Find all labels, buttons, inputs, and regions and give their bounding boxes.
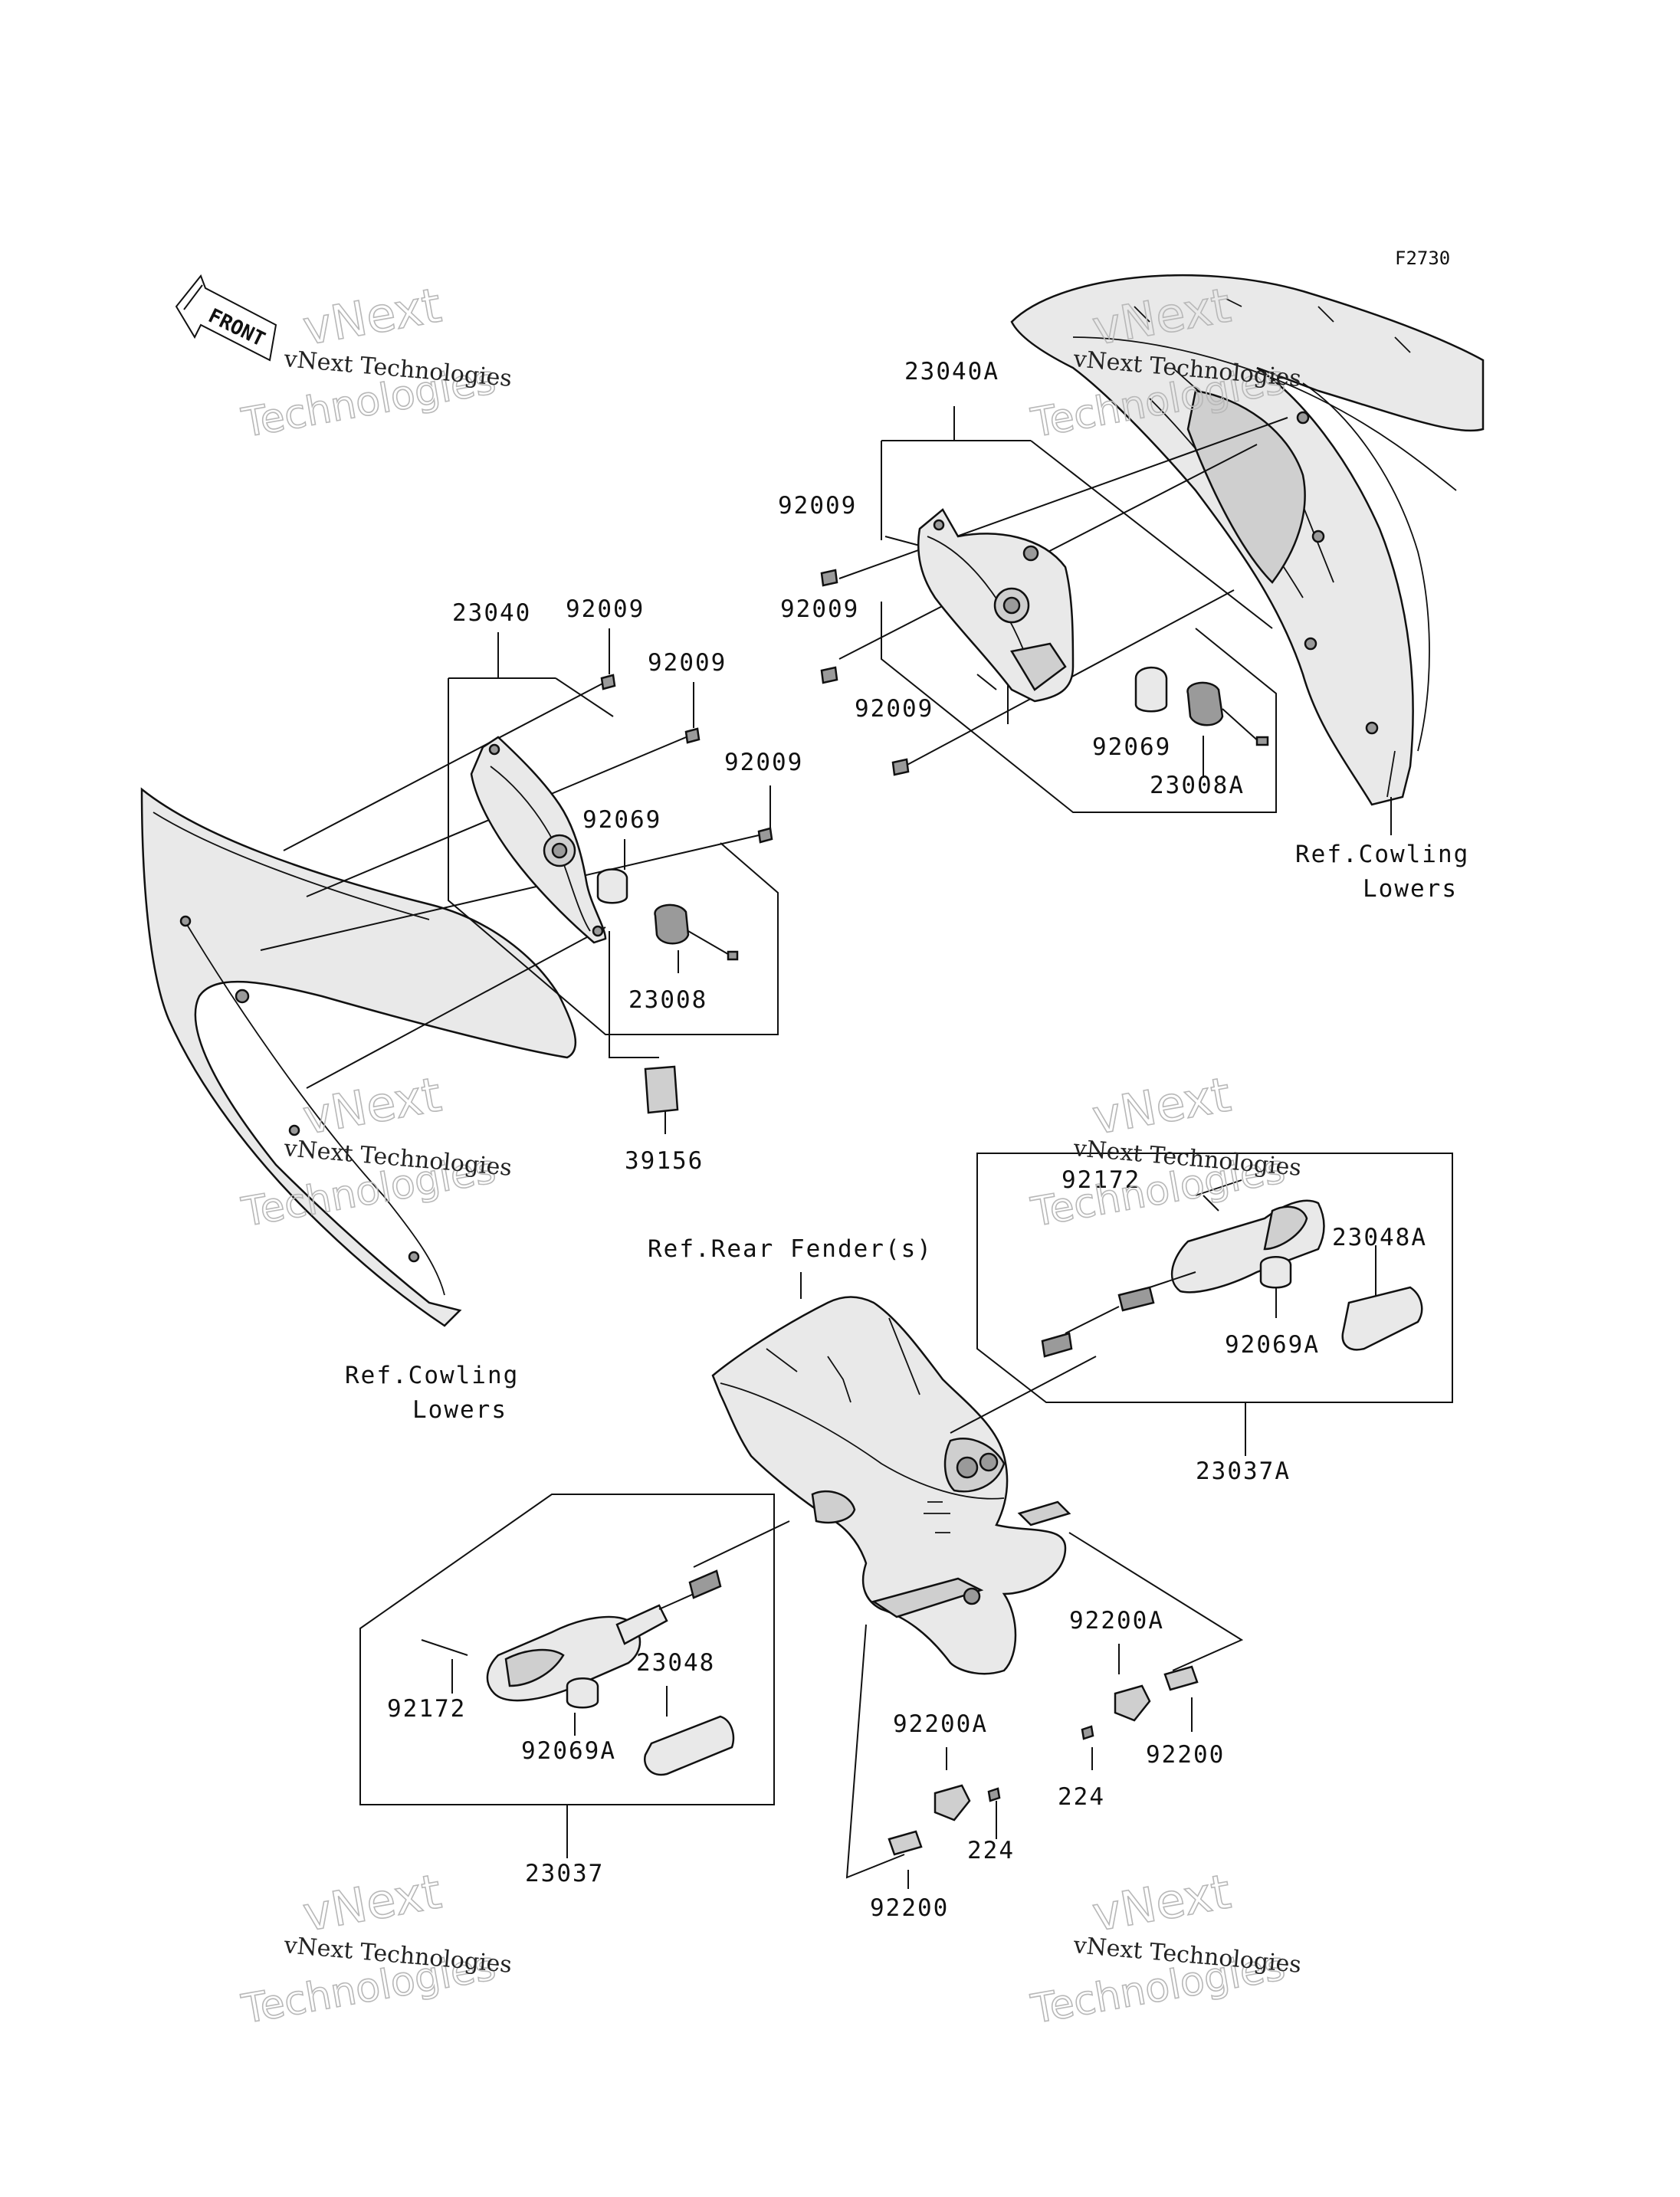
part-label-92200: 92200 xyxy=(1146,1741,1225,1769)
svg-text:vNext: vNext xyxy=(299,1863,445,1942)
part-label-23008A: 23008A xyxy=(1150,772,1245,799)
lens-icon xyxy=(643,1715,735,1776)
callout-lines-23037 xyxy=(359,1494,790,1858)
bracket-icon xyxy=(888,1665,1199,1856)
ref-cowling-lowers-left: Lowers xyxy=(412,1396,507,1424)
svg-text:vNext: vNext xyxy=(1088,1066,1235,1145)
ref-cowling-lowers-top: Lowers xyxy=(1363,875,1458,903)
part-label-23037A: 23037A xyxy=(1196,1458,1291,1485)
callout-lines-23037A xyxy=(950,1153,1453,1456)
screw-icon xyxy=(600,674,773,844)
part-label-92069: 92069 xyxy=(582,806,661,834)
screw-icon xyxy=(820,569,910,776)
part-label-23037: 23037 xyxy=(525,1860,604,1887)
ref-rear-fender: Ref.Rear Fender(s) xyxy=(648,1235,933,1263)
part-label-92009: 92009 xyxy=(855,695,934,723)
watermark: vNext Technologies vNext Technologies xyxy=(1027,1066,1302,1237)
socket-icon xyxy=(654,903,739,961)
part-label-92009: 92009 xyxy=(648,649,727,677)
watermark: vNext Technologies vNext Technologies xyxy=(238,277,513,448)
part-label-92009: 92009 xyxy=(724,749,803,776)
turn-signal-rear-right xyxy=(1041,1179,1325,1358)
part-label-23048A: 23048A xyxy=(1332,1224,1427,1251)
bulb-icon xyxy=(1134,666,1168,713)
part-label-92069A: 92069A xyxy=(521,1737,616,1765)
watermark: vNext Technologies vNext Technologies xyxy=(238,1066,513,1237)
part-label-39156: 39156 xyxy=(625,1147,704,1175)
ref-cowling-lowers-left: Ref.Cowling xyxy=(345,1362,519,1389)
part-label-224: 224 xyxy=(967,1837,1015,1864)
lens-icon xyxy=(1341,1286,1423,1351)
part-label-23048: 23048 xyxy=(636,1649,715,1677)
svg-text:vNext: vNext xyxy=(299,1066,445,1145)
socket-icon xyxy=(1186,681,1269,746)
ref-cowling-lowers-top: Ref.Cowling xyxy=(1295,841,1469,868)
cowling-top-right xyxy=(1010,274,1485,835)
part-label-92009: 92009 xyxy=(780,595,859,623)
callout-lines-license xyxy=(845,1532,1244,1889)
bulb-icon xyxy=(1259,1256,1292,1289)
part-label-92172: 92172 xyxy=(1061,1166,1140,1194)
watermark: vNext Technologies vNext Technologies xyxy=(1027,1863,1302,2034)
bulb-icon xyxy=(596,868,628,904)
part-label-92200: 92200 xyxy=(870,1894,949,1922)
rear-fender xyxy=(711,1272,1071,1675)
part-label-92009: 92009 xyxy=(778,492,857,520)
front-arrow-icon: FRONT xyxy=(175,274,277,362)
svg-text:vNext: vNext xyxy=(299,277,445,356)
turn-signal-front-right xyxy=(917,508,1075,703)
diagram-code: F2730 xyxy=(1395,248,1450,269)
turn-signal-rear-left xyxy=(421,1569,722,1702)
reflector-icon xyxy=(644,1065,679,1114)
turn-signal-front-left xyxy=(470,736,607,944)
part-label-23040: 23040 xyxy=(452,599,531,627)
part-label-92200A: 92200A xyxy=(1069,1607,1164,1635)
front-label: FRONT xyxy=(205,304,269,351)
part-label-92009: 92009 xyxy=(566,595,645,623)
part-label-23008: 23008 xyxy=(628,986,707,1014)
part-label-92069A: 92069A xyxy=(1225,1331,1320,1359)
watermark: vNext Technologies vNext Technologies xyxy=(238,1863,513,2034)
part-label-23040A: 23040A xyxy=(904,358,999,385)
cowling-left xyxy=(140,787,577,1327)
part-label-224: 224 xyxy=(1058,1783,1105,1811)
part-label-92069: 92069 xyxy=(1092,733,1171,761)
bulb-icon xyxy=(566,1677,599,1709)
part-label-92172: 92172 xyxy=(387,1695,466,1723)
svg-text:vNext: vNext xyxy=(1088,1863,1235,1942)
part-label-92200A: 92200A xyxy=(893,1710,988,1738)
